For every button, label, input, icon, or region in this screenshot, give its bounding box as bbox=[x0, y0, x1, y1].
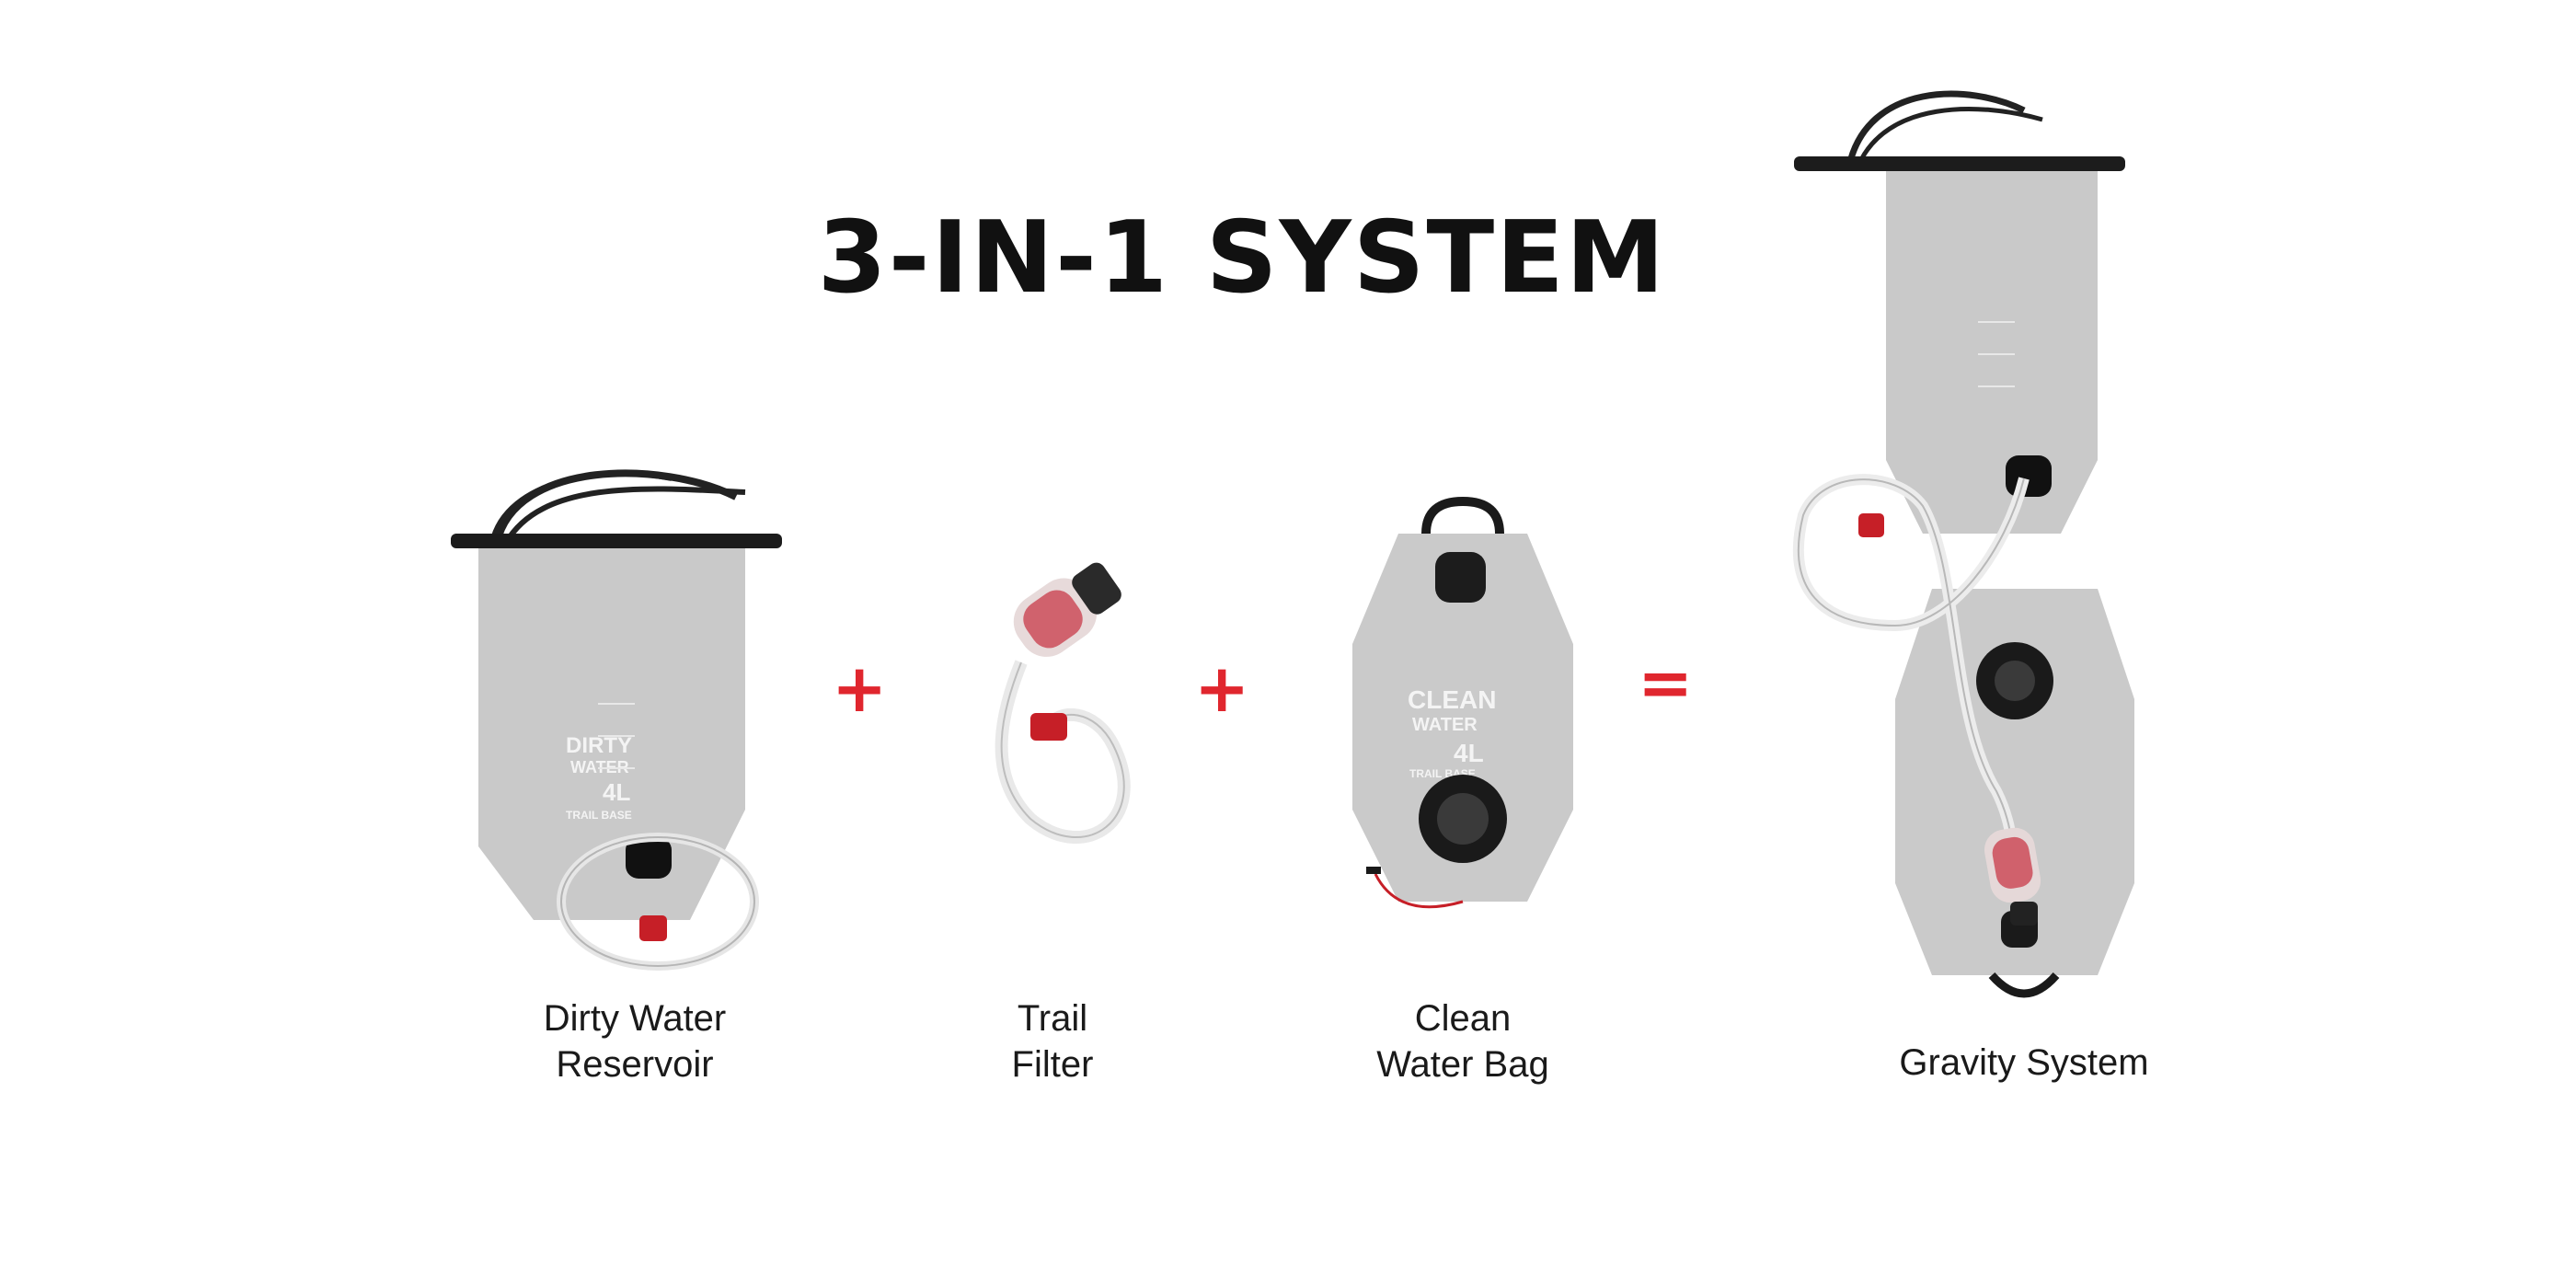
plus-sign-1: + bbox=[832, 650, 888, 727]
dirty-water-reservoir-label: Dirty Water Reservoir bbox=[478, 995, 791, 1087]
trail-filter-label: Trail Filter bbox=[896, 995, 1209, 1087]
clean-bag-word1: CLEAN bbox=[1408, 685, 1496, 714]
clean-water-bag-image: CLEAN WATER 4L TRAIL BASE bbox=[1352, 497, 1573, 909]
trail-filter-label-line1: Trail bbox=[1017, 998, 1088, 1039]
equals-sign: = bbox=[1638, 644, 1694, 721]
dirty-water-reservoir-image: DIRTY WATER 4L TRAIL BASE bbox=[451, 469, 782, 971]
trail-filter-image bbox=[995, 562, 1131, 844]
gravity-system-label-line1: Gravity System bbox=[1899, 1042, 2149, 1083]
dirty-bag-word1: DIRTY bbox=[566, 733, 632, 758]
gravity-system-label: Gravity System bbox=[1868, 1040, 2180, 1086]
clean-water-bag-label-line1: Clean bbox=[1414, 998, 1512, 1039]
clean-bag-word2: WATER bbox=[1412, 715, 1478, 735]
clean-bag-size: 4L bbox=[1454, 739, 1484, 767]
trail-filter-label-line2: Filter bbox=[1011, 1044, 1094, 1085]
dirty-bag-brand: TRAIL BASE bbox=[566, 809, 632, 822]
dirty-bag-size: 4L bbox=[603, 778, 630, 806]
dirty-water-reservoir-label-line1: Dirty Water bbox=[543, 998, 727, 1039]
clean-water-bag-label-line2: Water Bag bbox=[1376, 1044, 1549, 1085]
gravity-system-image bbox=[1793, 90, 2134, 998]
dirty-water-reservoir-label-line2: Reservoir bbox=[556, 1044, 714, 1085]
clean-water-bag-label: Clean Water Bag bbox=[1306, 995, 1619, 1087]
plus-sign-2: + bbox=[1194, 650, 1250, 727]
page-title: 3-IN-1 SYSTEM bbox=[817, 201, 1667, 316]
